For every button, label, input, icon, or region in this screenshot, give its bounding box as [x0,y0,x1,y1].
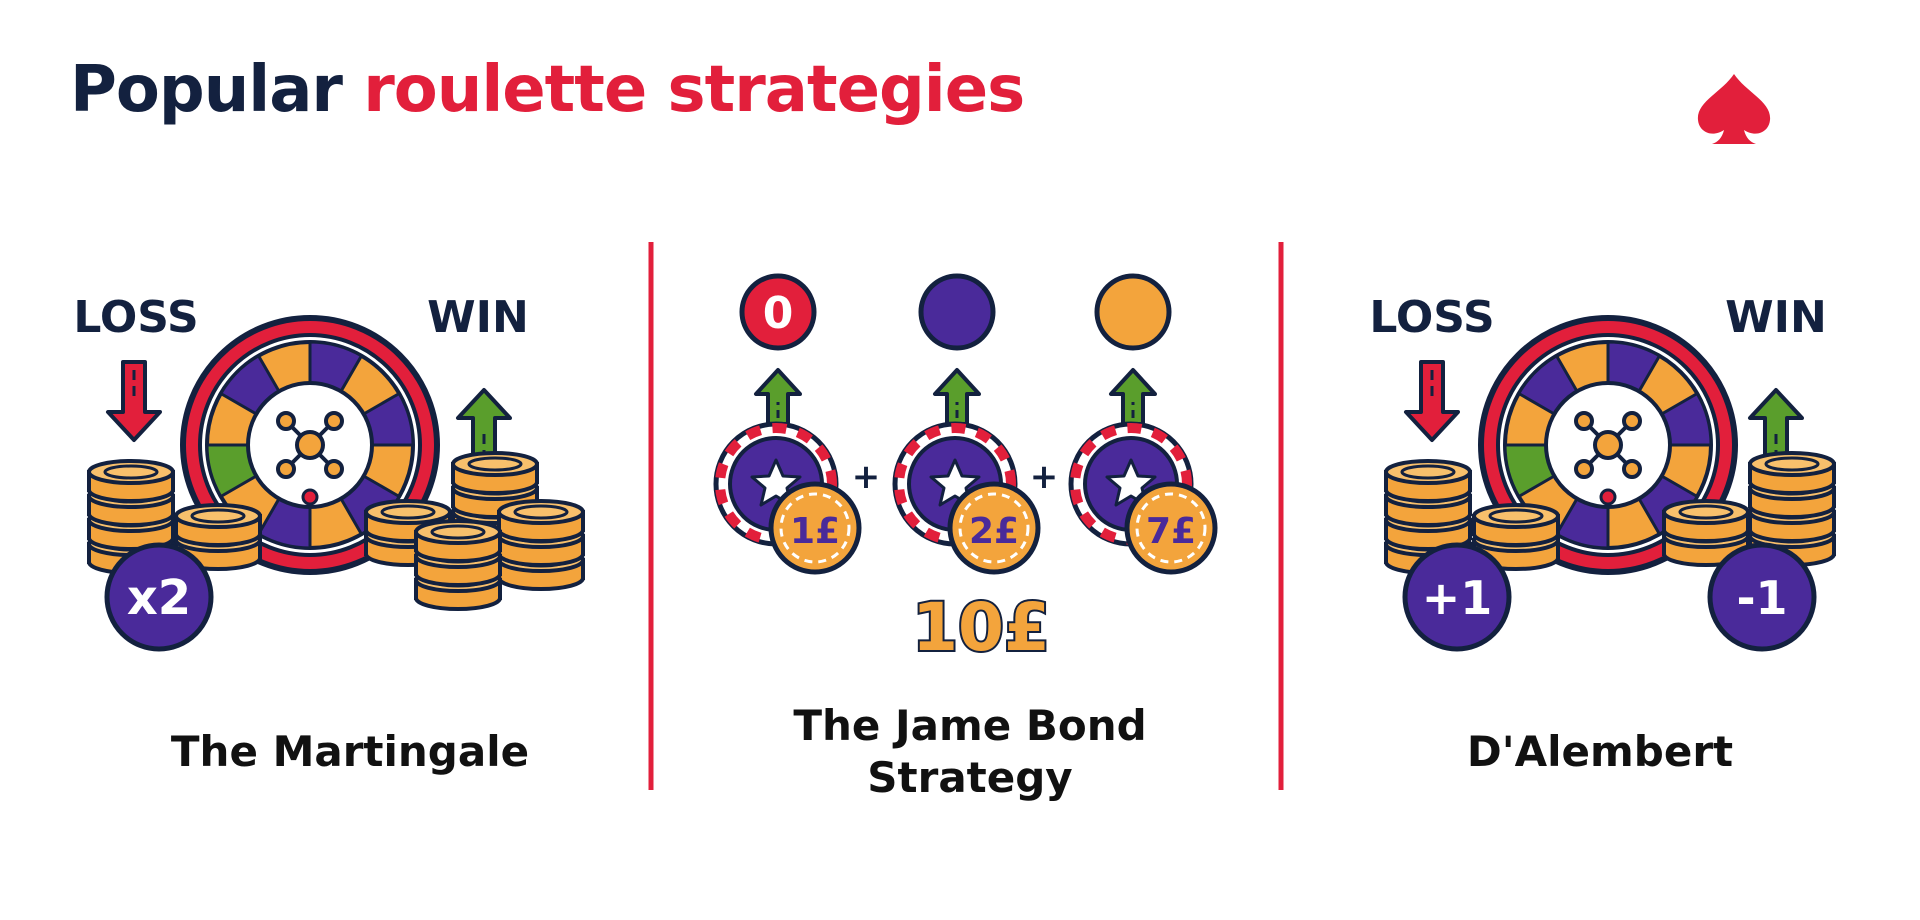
james-bond-title: The Jame Bond Strategy [730,700,1210,804]
martingale-illustration: LOSS WIN [73,292,585,652]
chip-amount-3: 7£ [1146,511,1196,552]
up-arrow-icon [754,368,802,426]
coin-1: 1£ [768,481,862,575]
badge-circle [1402,542,1512,652]
up-arrow-icon [1109,368,1157,426]
dalembert-title: D'Alembert [1466,727,1734,776]
plus-sign: + [852,457,881,497]
dalembert-illustration: LOSS WIN +1 -1 [1369,292,1836,652]
zero-circle [739,273,817,351]
dalembert-badge-loss: +1 [1422,571,1493,625]
up-arrow-icon [933,368,981,426]
chip-amount-1: 1£ [790,511,840,552]
coin-2: 2£ [947,481,1041,575]
loss-arrow-icon [1404,360,1460,442]
dalembert-win-label: WIN [1725,292,1827,343]
orange-circle [1094,273,1172,351]
spade-icon [1697,74,1771,144]
james-bond-title-line2: Strategy [867,753,1073,802]
martingale-badge: x2 [127,570,191,626]
title-part-1: Popular [70,53,343,127]
total-amount: 10£ [912,589,1050,666]
badge-circle [1707,542,1817,652]
coin-3: 7£ [1124,481,1218,575]
zero-label: 0 [763,288,794,339]
chip-amount-2: 2£ [969,511,1019,552]
purple-circle [918,273,996,351]
martingale-win-label: WIN [427,292,529,343]
badge-circle [104,542,214,652]
martingale-loss-label: LOSS [73,292,198,343]
plus-sign: + [1030,457,1059,497]
martingale-title: The Martingale [170,727,530,776]
james-bond-illustration: 0 + + 1£ 2£ [716,273,1218,668]
title-part-2: roulette strategies [363,53,1025,127]
james-bond-title-line1: The Jame Bond [793,701,1147,750]
loss-arrow-icon [106,360,162,442]
dalembert-badge-win: -1 [1736,571,1787,625]
dalembert-loss-label: LOSS [1369,292,1494,343]
page-title: Popular roulette strategies [70,58,1025,122]
